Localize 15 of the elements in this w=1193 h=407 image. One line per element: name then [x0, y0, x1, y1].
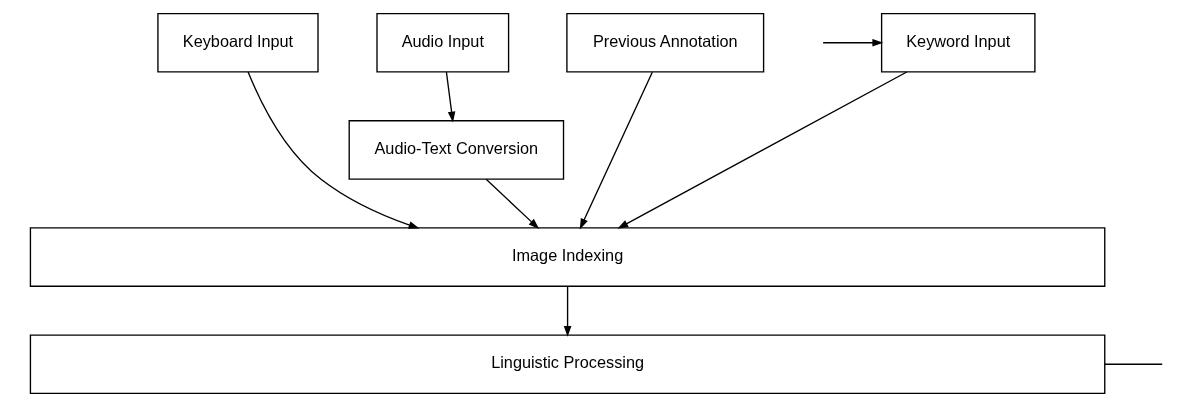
arrow [821, 38, 883, 47]
arrow [246, 71, 419, 229]
node-box: Audio-Text Conversion [348, 120, 564, 180]
arrow [616, 71, 907, 229]
node-box: Linguistic Processing [29, 334, 1105, 395]
arrow [485, 178, 539, 230]
node-box: Previous Annotation [565, 12, 764, 73]
connector [1103, 363, 1163, 365]
arrow [563, 285, 571, 337]
node-box: Keyboard Input [156, 12, 319, 73]
arrow [445, 71, 455, 123]
arrow [579, 71, 653, 230]
node-box: Audio Input [375, 12, 509, 73]
node-box: Keyword Input [880, 12, 1036, 73]
node-box: Image Indexing [29, 227, 1105, 287]
